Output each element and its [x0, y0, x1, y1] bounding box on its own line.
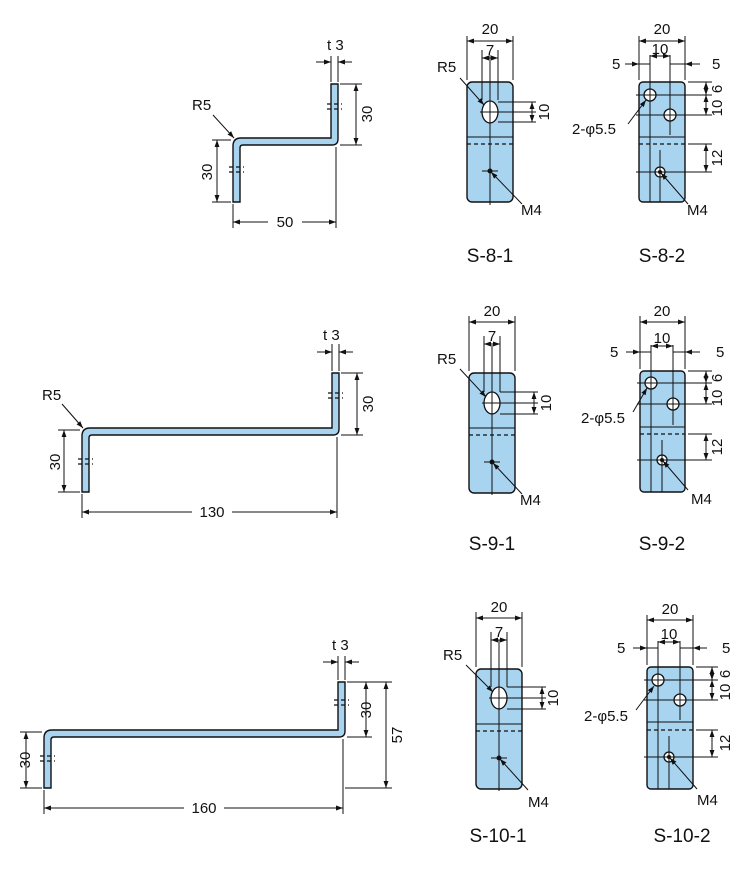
plate-s9-2: 20 10 5 5 6 10 12 2-φ5.5 M4 S-9-2 [581, 303, 726, 555]
left-margin-label: 5 [612, 56, 620, 73]
length-label: 50 [277, 214, 294, 231]
plate2-offset-label: 10 [661, 626, 678, 643]
up-height-label: 30 [358, 702, 375, 719]
plate2-screw-label: M4 [687, 202, 708, 219]
slot-label: 10 [536, 104, 553, 121]
plate2-offset-label: 10 [654, 330, 671, 347]
right-margin-label: 5 [722, 640, 730, 657]
right-margin-label: 5 [716, 344, 724, 361]
plate-s10-2: 20 10 5 5 6 10 12 2-φ5.5 M4 S-10-2 [584, 601, 734, 847]
plate-caption: S-10-1 [469, 826, 526, 847]
plate-offset-label: 7 [495, 624, 503, 641]
slot-label: 10 [538, 395, 555, 412]
side-view-s8: t 3 30 30 R5 50 [192, 37, 376, 231]
plate-s10-1: 20 7 10 R5 M4 S-10-1 [443, 599, 562, 847]
top-offset-label: 6 [717, 670, 734, 678]
plate-radius-label: R5 [437, 351, 456, 368]
plate2-caption: S-10-2 [653, 826, 710, 847]
total-height-label: 57 [389, 727, 406, 744]
plate-caption: S-9-1 [469, 534, 515, 555]
down-height-label: 30 [17, 752, 34, 769]
screw-label: M4 [521, 202, 542, 219]
length-label: 130 [199, 504, 224, 521]
down-height-label: 30 [47, 454, 64, 471]
thickness-label: t 3 [327, 37, 344, 54]
plate-width-label: 20 [482, 21, 499, 38]
plate2-width-label: 20 [654, 303, 671, 320]
plate-width-label: 20 [491, 599, 508, 616]
plate2-screw-label: M4 [691, 491, 712, 508]
holes-label: 2-φ5.5 [572, 121, 616, 138]
up-height-label: 30 [360, 396, 377, 413]
plate2-width-label: 20 [662, 601, 679, 618]
plate2-caption: S-8-2 [639, 246, 685, 267]
plate-s8-2: 20 10 5 5 6 10 12 2-φ5.5 M4 S-8-2 [572, 21, 726, 267]
holes-label: 2-φ5.5 [581, 410, 625, 427]
bottom-offset-label: 12 [709, 439, 726, 456]
bottom-offset-label: 12 [709, 150, 726, 167]
holes-label: 2-φ5.5 [584, 708, 628, 725]
right-margin-label: 5 [712, 56, 720, 73]
plate-radius-label: R5 [437, 59, 456, 76]
thickness-label: t 3 [332, 637, 349, 654]
screw-label: M4 [528, 794, 549, 811]
bottom-offset-label: 12 [717, 735, 734, 752]
plate-caption: S-8-1 [467, 246, 513, 267]
top-offset-label: 6 [709, 374, 726, 382]
plate-s9-1: 20 7 10 R5 M4 S-9-1 [437, 303, 555, 555]
plate-offset-label: 7 [488, 328, 496, 345]
up-height-label: 30 [359, 106, 376, 123]
top-offset-label: 6 [709, 85, 726, 93]
length-label: 160 [191, 800, 216, 817]
plate2-offset-label: 10 [652, 41, 669, 58]
middle-offset-label: 10 [709, 100, 726, 117]
slot-label: 10 [545, 690, 562, 707]
plate2-width-label: 20 [654, 21, 671, 38]
screw-label: M4 [520, 492, 541, 509]
plate-width-label: 20 [484, 303, 501, 320]
plate-radius-label: R5 [443, 647, 462, 664]
plate2-screw-label: M4 [697, 792, 718, 809]
side-view-s9: t 3 30 30 R5 130 [42, 327, 377, 521]
plate2-caption: S-9-2 [639, 534, 685, 555]
middle-offset-label: 10 [709, 390, 726, 407]
left-margin-label: 5 [610, 344, 618, 361]
radius-label: R5 [192, 97, 211, 114]
side-view-s10: t 3 30 57 30 160 [17, 637, 406, 817]
radius-label: R5 [42, 387, 61, 404]
down-height-label: 30 [199, 164, 216, 181]
thickness-label: t 3 [323, 327, 340, 344]
left-margin-label: 5 [617, 640, 625, 657]
plate-s8-1: 20 7 10 R5 M4 S-8-1 [437, 21, 553, 267]
middle-offset-label: 10 [717, 684, 734, 701]
plate-offset-label: 7 [486, 42, 494, 59]
